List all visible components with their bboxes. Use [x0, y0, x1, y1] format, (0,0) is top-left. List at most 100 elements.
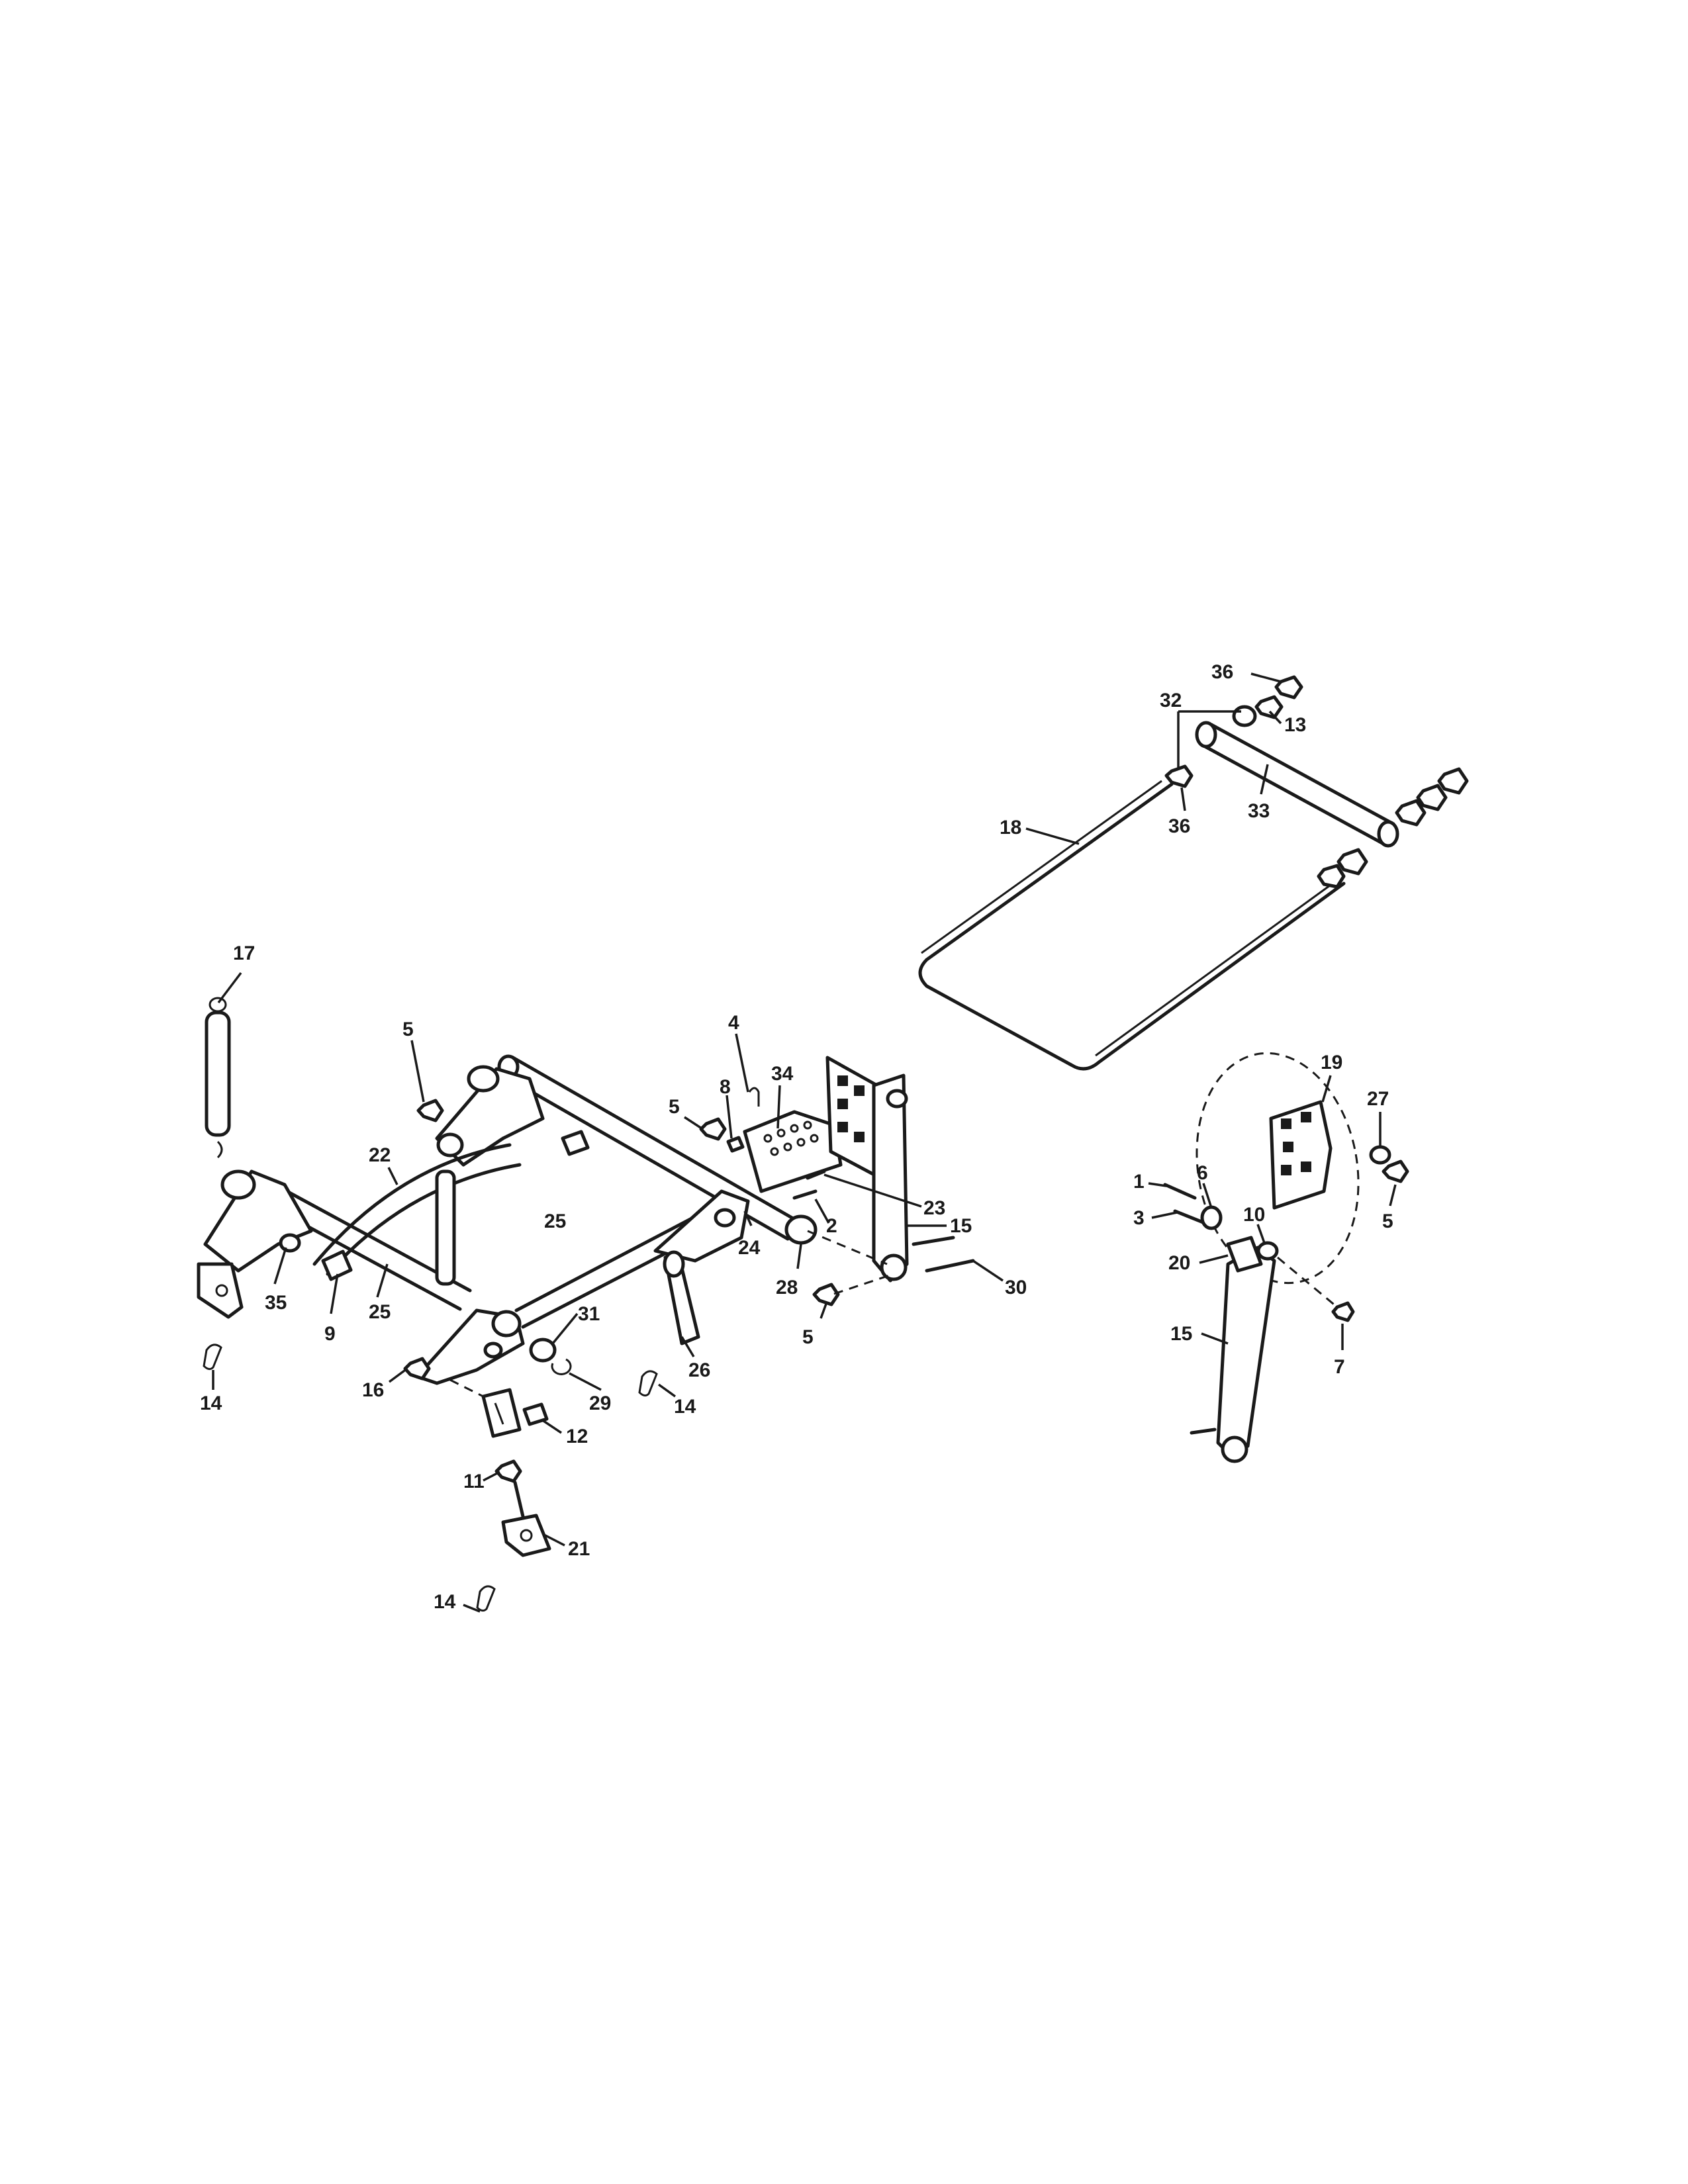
- part-6-washer: [1200, 1205, 1223, 1230]
- callout-12: 12: [566, 1426, 588, 1447]
- callout-19: 19: [1321, 1052, 1342, 1073]
- part-4-cotter: [748, 1087, 760, 1107]
- callout-14-bottom: 14: [434, 1591, 456, 1613]
- part-9-pin: [321, 1250, 353, 1281]
- callout-8: 8: [720, 1076, 731, 1098]
- callout-31: 31: [578, 1303, 600, 1325]
- callout-35: 35: [265, 1292, 287, 1314]
- left-clip-bracket: [197, 1262, 244, 1319]
- callout-36-lower: 36: [1168, 815, 1190, 837]
- callout-1: 1: [1133, 1171, 1145, 1193]
- callout-7: 7: [1334, 1356, 1345, 1378]
- callout-33: 33: [1248, 800, 1270, 822]
- pedal-assembly: [699, 1056, 975, 1306]
- clevis-pin-rear: [561, 1130, 590, 1156]
- part-5-nut-top: [416, 1099, 444, 1122]
- callout-25-right: 25: [544, 1210, 566, 1232]
- part-35-spacer: [279, 1233, 301, 1253]
- part-11-nut: [494, 1459, 522, 1483]
- part-7-nut: [1331, 1301, 1355, 1322]
- lower-links: [449, 1379, 551, 1557]
- callout-11: 11: [463, 1471, 485, 1492]
- callout-14-center: 14: [674, 1396, 696, 1418]
- callout-5-top: 5: [402, 1019, 414, 1040]
- callout-5-lower: 5: [802, 1326, 814, 1348]
- callout-3: 3: [1133, 1207, 1145, 1229]
- part-1-bolt: [1163, 1183, 1197, 1200]
- part-18-u-rod-inner: [921, 780, 1338, 1057]
- part-22-link: [312, 1143, 522, 1276]
- callout-10: 10: [1243, 1204, 1265, 1226]
- part-14-hairpin-bottom: [476, 1585, 496, 1612]
- callout-26: 26: [688, 1359, 710, 1381]
- part-20-clamp: [1226, 1236, 1263, 1273]
- part-36-nut-top: [1274, 675, 1303, 700]
- part-27-bushing: [1369, 1145, 1391, 1165]
- part-23-rod: [806, 1169, 826, 1180]
- part-12-bracket: [481, 1388, 522, 1438]
- part-33-cross-tube: [1199, 723, 1395, 846]
- part-31-washer: [529, 1338, 557, 1363]
- handle-assembly: [918, 675, 1469, 1071]
- callout-14-left: 14: [200, 1392, 222, 1414]
- part-8-pin: [726, 1136, 745, 1153]
- callout-24: 24: [738, 1237, 761, 1259]
- part-14-hairpin-left: [203, 1343, 222, 1371]
- callout-34: 34: [771, 1063, 794, 1085]
- callout-2: 2: [826, 1215, 837, 1237]
- part-5-nut-lower: [812, 1283, 840, 1306]
- part-32-washer: [1232, 705, 1257, 727]
- part-2-pin: [792, 1189, 818, 1200]
- part-12-pin: [522, 1402, 549, 1426]
- part-5-nut-right: [1382, 1160, 1409, 1183]
- part-14-hairpin-center: [638, 1370, 658, 1397]
- upper-crank-arm: [653, 1189, 750, 1263]
- part-30-bolt-2: [925, 1259, 975, 1273]
- callout-6: 6: [1197, 1162, 1208, 1184]
- callout-30: 30: [1005, 1277, 1027, 1298]
- nut-right-2: [1416, 784, 1448, 811]
- rear-upper-plate: [435, 1067, 545, 1167]
- part-13-nut: [1254, 695, 1284, 719]
- callout-18: 18: [1000, 817, 1021, 839]
- part-16-nut: [403, 1357, 431, 1381]
- callout-16: 16: [362, 1379, 384, 1401]
- left-bracket-plate: [203, 1169, 313, 1273]
- nut-right-3: [1437, 767, 1469, 795]
- callout-15-right: 15: [1170, 1323, 1192, 1345]
- nut-right-1: [1395, 799, 1427, 827]
- part-28-bushing: [784, 1214, 818, 1245]
- callout-5-right: 5: [1382, 1210, 1393, 1232]
- callout-13: 13: [1284, 714, 1306, 736]
- part-10-nut: [1256, 1241, 1279, 1261]
- callout-23: 23: [923, 1197, 945, 1219]
- part-18-u-rod: [918, 782, 1346, 1071]
- callout-21: 21: [568, 1538, 590, 1560]
- callout-5-pedal: 5: [669, 1096, 680, 1118]
- nut-right-5: [1317, 864, 1346, 889]
- part-29-clip: [551, 1358, 572, 1375]
- part-36-nut-left: [1164, 764, 1194, 788]
- inner-spring: [435, 1169, 456, 1286]
- part-34-sector: [743, 1110, 843, 1193]
- part-15-arm-right: [1216, 1246, 1276, 1458]
- callout-22: 22: [369, 1144, 391, 1166]
- callout-4: 4: [728, 1012, 739, 1034]
- callout-36-top: 36: [1211, 661, 1233, 683]
- callout-25-left: 25: [369, 1301, 391, 1323]
- callout-27: 27: [1367, 1088, 1389, 1110]
- lift-shaft-assembly: [197, 1054, 818, 1385]
- callout-28: 28: [776, 1277, 798, 1298]
- part-21-bracket: [501, 1514, 551, 1557]
- callout-29: 29: [589, 1392, 611, 1414]
- part-17-spring: [205, 997, 231, 1159]
- part-21-rod: [513, 1480, 526, 1524]
- callout-15-center: 15: [950, 1215, 972, 1237]
- callout-20: 20: [1168, 1252, 1190, 1274]
- part-30-bolt-1: [912, 1236, 955, 1246]
- right-pedal-subassembly: [1163, 1052, 1409, 1463]
- callout-labels: 17 5 22 35 9 25 25 16 31 29 26 24 28 5 2…: [200, 661, 1393, 1613]
- callout-9: 9: [324, 1323, 336, 1345]
- callout-32: 32: [1160, 690, 1182, 711]
- part-5-nut-pedal: [699, 1117, 727, 1141]
